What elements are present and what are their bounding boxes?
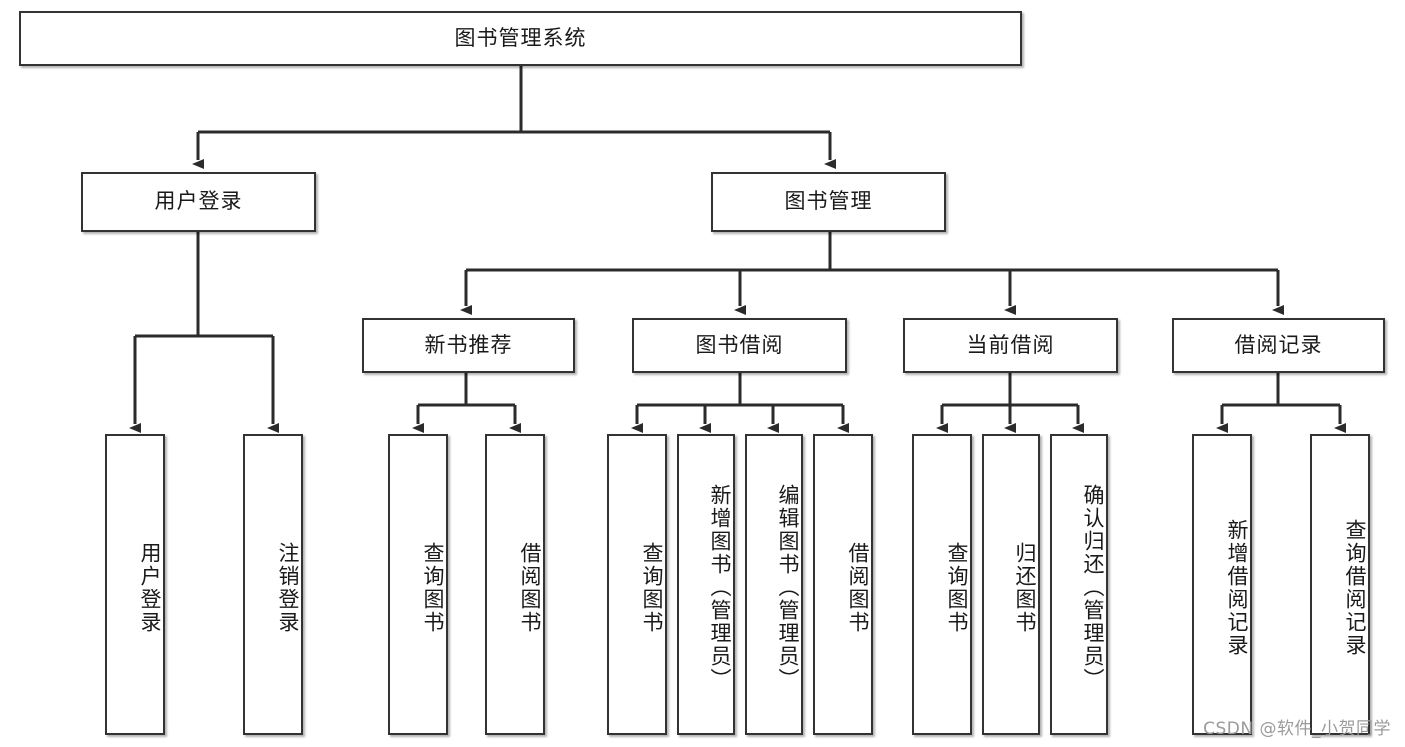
csdn-watermark: CSDN @软件_小贺同学	[1203, 719, 1391, 739]
node-label: 查询图书	[421, 541, 445, 634]
node-borrow-record[interactable]: 借阅记录	[1172, 318, 1385, 373]
node-label: 注销登录	[276, 541, 300, 634]
node-label: 归还图书	[1013, 541, 1037, 634]
leaf-current-confirm-return-admin[interactable]: 确认归还（管理员）	[1050, 434, 1108, 735]
leaf-record-query-record[interactable]: 查询借阅记录	[1310, 434, 1370, 735]
leaf-current-query-book[interactable]: 查询图书	[912, 434, 972, 735]
node-label: 确认归还（管理员）	[1081, 484, 1105, 691]
node-label: 新书推荐	[424, 332, 513, 357]
node-label: 图书借阅	[695, 332, 784, 357]
node-current-borrow[interactable]: 当前借阅	[903, 318, 1118, 373]
node-label: 查询图书	[945, 541, 969, 634]
leaf-user-login-signout[interactable]: 注销登录	[243, 434, 303, 735]
leaf-recommend-borrow-book[interactable]: 借阅图书	[485, 434, 545, 735]
node-label: 图书管理系统	[454, 25, 587, 50]
leaf-record-add-record[interactable]: 新增借阅记录	[1192, 434, 1252, 735]
node-label: 借阅图书	[518, 541, 542, 634]
leaf-user-login-signin[interactable]: 用户登录	[105, 434, 165, 735]
node-label: 查询借阅记录	[1343, 518, 1367, 657]
node-label: 借阅记录	[1234, 332, 1323, 357]
leaf-borrow-query-book[interactable]: 查询图书	[607, 434, 667, 735]
leaf-borrow-add-book-admin[interactable]: 新增图书（管理员）	[677, 434, 735, 735]
leaf-current-return-book[interactable]: 归还图书	[982, 434, 1040, 735]
node-label: 查询图书	[640, 541, 664, 634]
leaf-recommend-query-book[interactable]: 查询图书	[388, 434, 448, 735]
node-label: 新增图书（管理员）	[708, 484, 732, 691]
node-book-borrow[interactable]: 图书借阅	[632, 318, 847, 373]
node-user-login[interactable]: 用户登录	[81, 172, 316, 232]
node-label: 新增借阅记录	[1225, 518, 1249, 657]
node-label: 当前借阅	[966, 332, 1055, 357]
node-label: 编辑图书（管理员）	[776, 484, 800, 691]
node-book-management[interactable]: 图书管理	[711, 172, 946, 232]
node-label: 图书管理	[784, 189, 873, 214]
node-root-system[interactable]: 图书管理系统	[19, 11, 1022, 66]
leaf-borrow-borrow-book[interactable]: 借阅图书	[813, 434, 873, 735]
node-label: 用户登录	[138, 541, 162, 634]
node-label: 用户登录	[154, 189, 243, 214]
leaf-borrow-edit-book-admin[interactable]: 编辑图书（管理员）	[745, 434, 803, 735]
node-label: 借阅图书	[846, 541, 870, 634]
node-new-book-recommend[interactable]: 新书推荐	[362, 318, 575, 373]
